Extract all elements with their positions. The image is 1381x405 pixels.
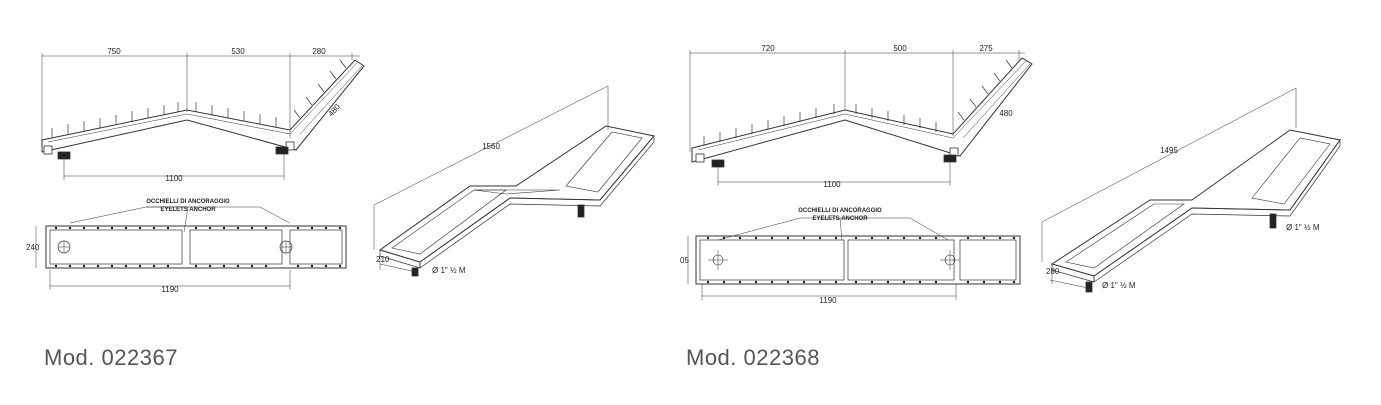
model-label: Mod. 022368 bbox=[686, 345, 820, 370]
anchor-pins bbox=[703, 59, 1013, 146]
iso-pipe-right bbox=[1269, 213, 1277, 229]
section-1 bbox=[49, 229, 183, 265]
iso-cushion-1 bbox=[1065, 203, 1185, 269]
top-view bbox=[35, 206, 347, 290]
annotation-english: EYELETS ANCHOR bbox=[160, 207, 216, 213]
diagonal-dimension-line bbox=[1041, 87, 1297, 223]
annotation-italian: OCCHIELLI DI ANCORAGGIO bbox=[146, 199, 230, 205]
side-view bbox=[41, 53, 365, 180]
section-2 bbox=[189, 229, 283, 265]
iso-pipe-label-right: Ø 1" ½ M bbox=[1286, 223, 1320, 232]
iso-lounger-top bbox=[1050, 129, 1341, 277]
top-dim-height: 05 bbox=[680, 256, 689, 265]
iso-lounger-top bbox=[378, 125, 655, 263]
side-dim-right: 280 bbox=[312, 47, 326, 56]
model-label: Mod. 022367 bbox=[44, 345, 178, 370]
isometric-view bbox=[1041, 87, 1341, 293]
side-dim-slope: 480 bbox=[999, 109, 1013, 118]
top-view bbox=[687, 217, 1021, 300]
section-1 bbox=[699, 239, 845, 281]
iso-pipe-right bbox=[577, 204, 585, 218]
annotation-english: EYELETS ANCHOR bbox=[812, 216, 868, 222]
width-dimension-line bbox=[1049, 279, 1089, 289]
iso-dim-length: 1560 bbox=[482, 142, 500, 151]
iso-pipe-label-left: Ø 1" ½ M bbox=[1102, 281, 1136, 290]
lounger-profile bbox=[41, 59, 365, 153]
diagonal-dimension-line bbox=[373, 85, 609, 206]
iso-cushion-3 bbox=[1251, 137, 1331, 205]
side-dim-mid: 500 bbox=[893, 44, 907, 53]
bolt-dots bbox=[54, 226, 342, 268]
top-dim-height: 240 bbox=[26, 243, 40, 252]
side-dim-right: 275 bbox=[979, 44, 993, 53]
side-view bbox=[689, 50, 1033, 186]
right-foot bbox=[275, 146, 289, 155]
iso-cushion-1 bbox=[391, 189, 507, 255]
side-dim-left: 720 bbox=[761, 44, 775, 53]
side-dim-mid: 530 bbox=[231, 47, 245, 56]
lounger-profile bbox=[691, 57, 1033, 163]
iso-dim-length: 1495 bbox=[1160, 146, 1178, 155]
iso-dim-width: 280 bbox=[1046, 267, 1060, 276]
bolt-dots bbox=[706, 236, 1016, 284]
side-dim-slope: 480 bbox=[326, 102, 342, 118]
iso-dim-width: 210 bbox=[376, 255, 390, 264]
frame-outline bbox=[45, 225, 347, 269]
side-dim-left: 750 bbox=[107, 47, 121, 56]
iso-pipe-label: Ø 1" ½ M bbox=[432, 266, 466, 275]
section-3 bbox=[289, 229, 343, 265]
iso-cushion-3 bbox=[565, 131, 643, 193]
top-dim-length: 1190 bbox=[161, 285, 179, 294]
isometric-view bbox=[373, 85, 655, 277]
annotation-italian: OCCHIELLI DI ANCORAGGIO bbox=[798, 208, 882, 214]
side-dim-bottom: 1100 bbox=[165, 174, 183, 183]
side-dim-bottom: 1100 bbox=[823, 180, 841, 189]
section-2 bbox=[847, 239, 955, 281]
technical-drawing-022367: 750 530 280 480 1100 OCCHIELLI DI ANCORA… bbox=[26, 47, 655, 294]
width-dimension-line bbox=[379, 263, 417, 273]
model-panel-022367: 750 530 280 480 1100 OCCHIELLI DI ANCORA… bbox=[0, 0, 680, 405]
model-panel-022368: 720 500 275 480 1100 OCCHIELLI DI ANCORA… bbox=[680, 0, 1381, 405]
slope-dimension-line bbox=[299, 65, 363, 135]
section-3 bbox=[959, 239, 1017, 281]
anchor-pins bbox=[51, 59, 347, 138]
slope-dimension-line bbox=[962, 63, 1031, 139]
top-dim-length: 1190 bbox=[819, 296, 837, 305]
left-foot bbox=[711, 159, 725, 168]
technical-drawing-022368: 720 500 275 480 1100 OCCHIELLI DI ANCORA… bbox=[680, 44, 1341, 305]
iso-pipe-left bbox=[1085, 281, 1093, 293]
frame-outline bbox=[695, 235, 1021, 285]
